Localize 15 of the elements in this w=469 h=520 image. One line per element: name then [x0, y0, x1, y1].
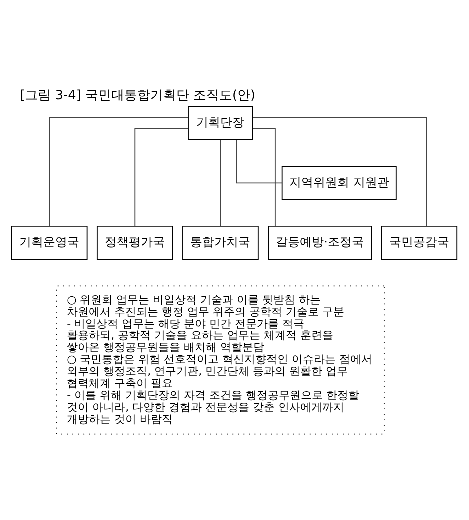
connector	[252, 128, 276, 227]
connector	[252, 117, 428, 227]
node-box: 통합가치국	[182, 226, 259, 260]
node-box: 기획운영국	[11, 226, 88, 260]
diagram-title: [그림 3-4] 국민대통합기획단 조직도(안)	[20, 88, 256, 104]
node-box: 지역위원회 지원관	[282, 166, 397, 200]
connector	[134, 128, 189, 227]
connector	[49, 117, 189, 227]
connector	[236, 140, 283, 184]
node-box: 국민공감국	[381, 226, 458, 260]
node-box: 정책평가국	[96, 226, 174, 260]
node-box: 기획단장	[188, 106, 254, 140]
node-box: ○ 위원회 업무는 비일상적 기술과 이를 뒷받침 하는 차원에서 추진되는 행정 업무 위주의 공학적 기술로 구분 - 비일상적 업무는 해당 분야 민간 전문가를 적극 활용하되, 공학적 기술을 요하는 업무는 체계적 훈련을 쌓아온 행정공무원들을 배치해 역할분담 ○ 국민통합은 위험 선호적이고 혁신지향적인 이슈라는 점에서 외부의 행정조직, 연구기관, 민간단체 등과의 원활한 업무 협력체계 구축이 필요 - 이를 위해 기획단장의 자격 조건을 행정공무원으로 한정할 것이 아니라, 다양한 경험과 전문성을 갖춘 인사에게까지 개방하는 것이 바람직	[56, 286, 385, 435]
node-box: 갈등예방·조정국	[268, 226, 372, 260]
connector	[220, 140, 222, 227]
